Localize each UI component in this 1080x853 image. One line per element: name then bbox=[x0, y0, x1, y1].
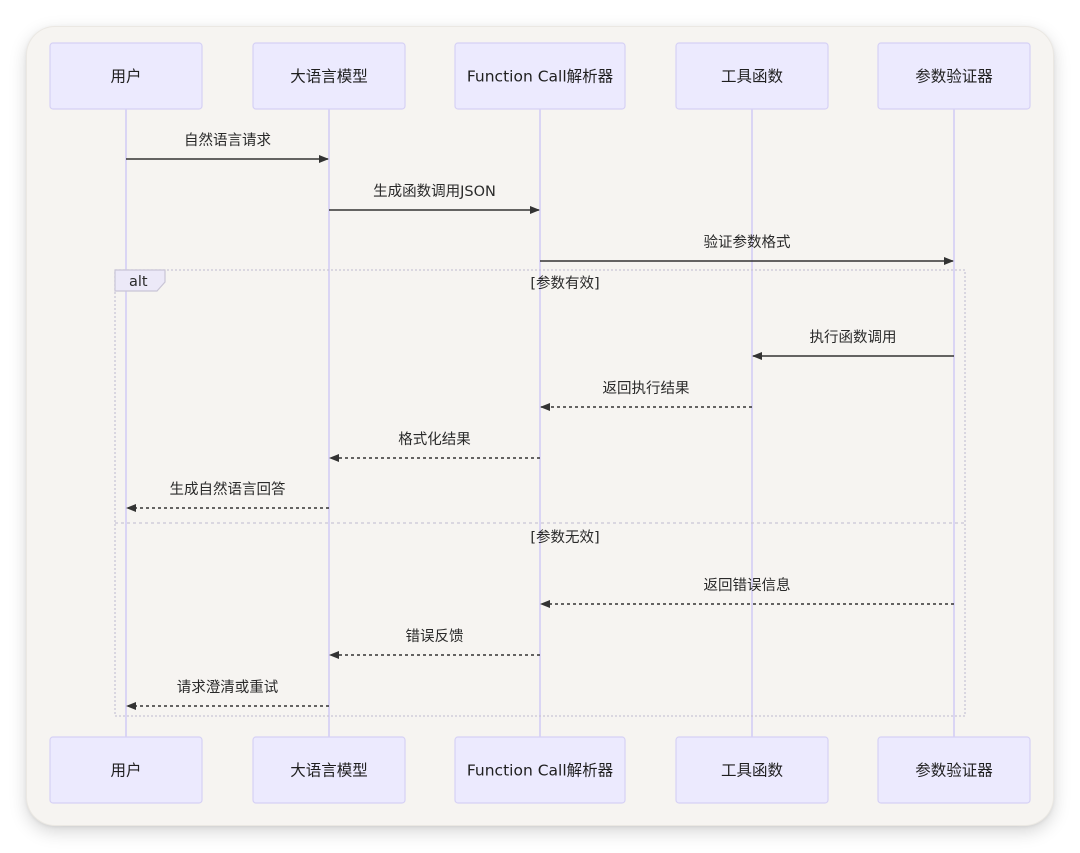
message-label: 验证参数格式 bbox=[704, 234, 791, 251]
message-7: 生成自然语言回答 bbox=[126, 481, 329, 512]
actor-box bbox=[252, 42, 406, 110]
actor-validator-top: 参数验证器 bbox=[877, 42, 1031, 110]
actor-parser-top: Function Call解析器 bbox=[454, 42, 626, 110]
actor-box bbox=[877, 42, 1031, 110]
alt-condition-2: [参数无效] bbox=[530, 529, 599, 546]
message-label: 错误反馈 bbox=[406, 628, 464, 645]
actor-box bbox=[454, 736, 626, 804]
message-label: 返回错误信息 bbox=[704, 577, 791, 594]
actor-box bbox=[49, 736, 203, 804]
actor-user-bottom: 用户 bbox=[49, 736, 203, 804]
message-2: 生成函数调用JSON bbox=[329, 183, 540, 214]
actor-label: Function Call解析器 bbox=[467, 762, 614, 780]
message-3: 验证参数格式 bbox=[540, 234, 954, 265]
actor-label: 用户 bbox=[110, 762, 141, 780]
actor-tool-top: 工具函数 bbox=[675, 42, 829, 110]
actor-user-top: 用户 bbox=[49, 42, 203, 110]
actor-label: 参数验证器 bbox=[915, 762, 993, 780]
actor-label: 用户 bbox=[110, 68, 141, 86]
message-5: 返回执行结果 bbox=[540, 380, 752, 411]
message-1: 自然语言请求 bbox=[126, 132, 329, 163]
message-8: 返回错误信息 bbox=[540, 577, 954, 608]
message-6: 格式化结果 bbox=[329, 431, 540, 462]
actor-llm-top: 大语言模型 bbox=[252, 42, 406, 110]
actor-llm-bottom: 大语言模型 bbox=[252, 736, 406, 804]
actor-box bbox=[252, 736, 406, 804]
actor-label: 大语言模型 bbox=[290, 68, 368, 86]
actor-box bbox=[454, 42, 626, 110]
message-label: 返回执行结果 bbox=[603, 380, 690, 397]
actor-label: 大语言模型 bbox=[290, 762, 368, 780]
alt-keyword: alt bbox=[129, 274, 148, 290]
actor-box bbox=[877, 736, 1031, 804]
actor-label: 工具函数 bbox=[721, 762, 784, 780]
actor-box bbox=[675, 42, 829, 110]
message-label: 请求澄清或重试 bbox=[177, 679, 279, 696]
message-label: 生成自然语言回答 bbox=[170, 481, 286, 498]
message-4: 执行函数调用 bbox=[752, 329, 954, 360]
alt-label-tab bbox=[114, 269, 166, 292]
actor-label: 参数验证器 bbox=[915, 68, 993, 86]
alt-frame bbox=[114, 269, 966, 717]
actor-box bbox=[675, 736, 829, 804]
actor-tool-bottom: 工具函数 bbox=[675, 736, 829, 804]
actor-label: Function Call解析器 bbox=[467, 68, 614, 86]
message-label: 格式化结果 bbox=[398, 431, 471, 448]
message-label: 自然语言请求 bbox=[184, 132, 271, 149]
actor-validator-bottom: 参数验证器 bbox=[877, 736, 1031, 804]
message-10: 请求澄清或重试 bbox=[126, 679, 329, 710]
message-label: 执行函数调用 bbox=[810, 329, 897, 346]
actor-label: 工具函数 bbox=[721, 68, 784, 86]
actor-box bbox=[49, 42, 203, 110]
message-9: 错误反馈 bbox=[329, 628, 540, 659]
actor-parser-bottom: Function Call解析器 bbox=[454, 736, 626, 804]
alt-condition-1: [参数有效] bbox=[530, 275, 599, 292]
message-label: 生成函数调用JSON bbox=[373, 183, 496, 200]
